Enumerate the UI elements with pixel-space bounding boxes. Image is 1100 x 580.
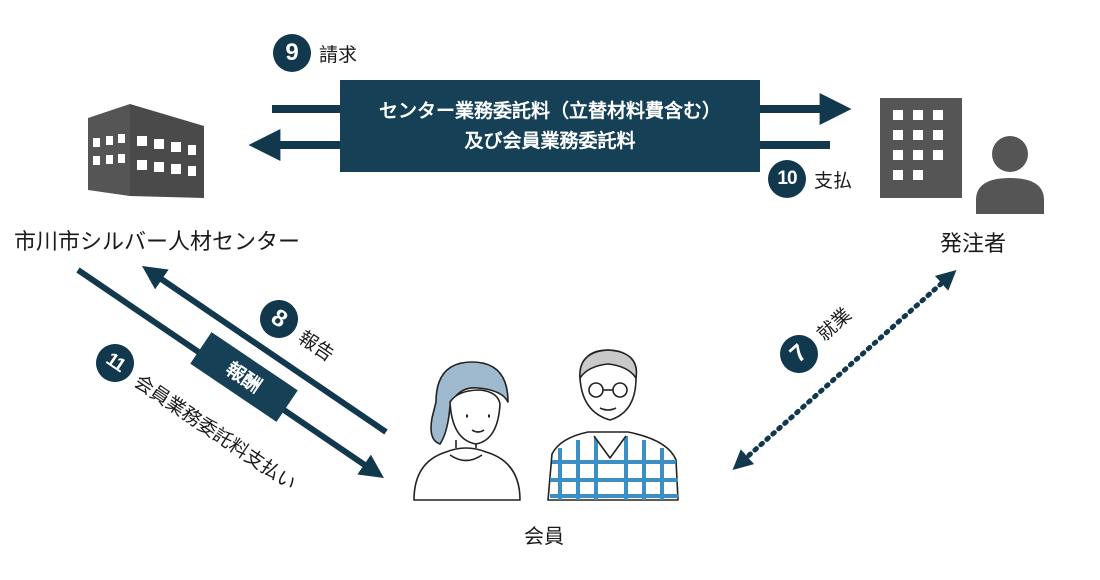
remuneration-box: 報酬 <box>190 332 298 422</box>
woman-member-illustration <box>413 361 521 501</box>
step-label: 請求 <box>319 43 358 66</box>
step-request: 9 請求 <box>273 34 357 72</box>
center-building-icon <box>88 104 204 198</box>
client-label: 発注者 <box>940 232 1007 257</box>
client-building-icon <box>880 98 962 198</box>
step-payment: 10 支払 <box>768 160 852 198</box>
member-label: 会員 <box>524 524 564 548</box>
report-arrow <box>142 265 388 435</box>
fee-box-line2: 及び会員業務委託料 <box>464 130 636 152</box>
client-person-icon <box>976 136 1044 214</box>
center-label: 市川市シルバー人材センター <box>14 230 301 255</box>
step-number-badge: 9 <box>273 34 311 72</box>
work-arrow <box>732 270 957 470</box>
man-member-illustration <box>547 349 679 501</box>
step-label: 支払 <box>814 169 853 192</box>
step-number-badge: 10 <box>768 160 806 198</box>
fee-box: センター業務委託料（立替材料費含む） 及び会員業務委託料 <box>340 80 760 172</box>
fee-box-line1: センター業務委託料（立替材料費含む） <box>378 100 721 122</box>
